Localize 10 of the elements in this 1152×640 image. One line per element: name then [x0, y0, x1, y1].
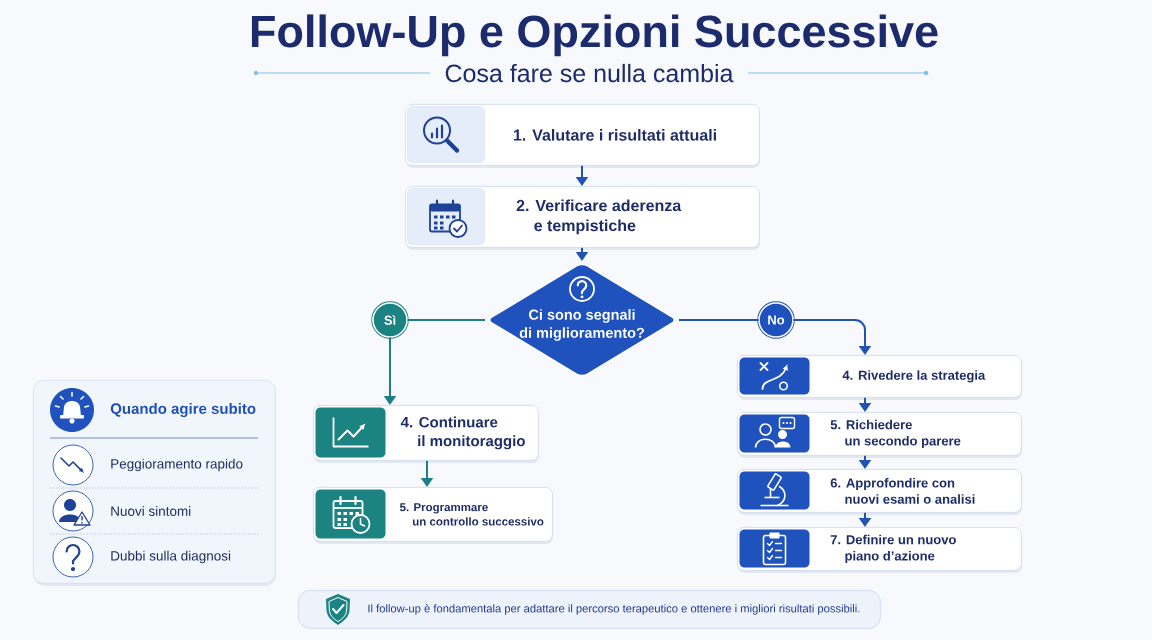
title: Follow-Up e Opzioni Successive	[251, 14, 938, 57]
arrow	[792, 319, 872, 355]
connector-line	[678, 319, 760, 321]
list-item: Peggioramento rapido	[111, 458, 243, 472]
subtitle: Cosa fare se nulla cambia	[445, 63, 734, 83]
panel-heading: Quando agire subito	[110, 402, 256, 417]
list-item: Nuovi sintomi	[111, 506, 191, 516]
list-item: Dubbi sulla diagnosi	[111, 550, 231, 564]
connector-line	[406, 319, 486, 321]
note-box: Il follow-up è fondamentala per adattare il percorso terapeutico e ottenere i migliori risultati possibili.	[298, 590, 881, 629]
